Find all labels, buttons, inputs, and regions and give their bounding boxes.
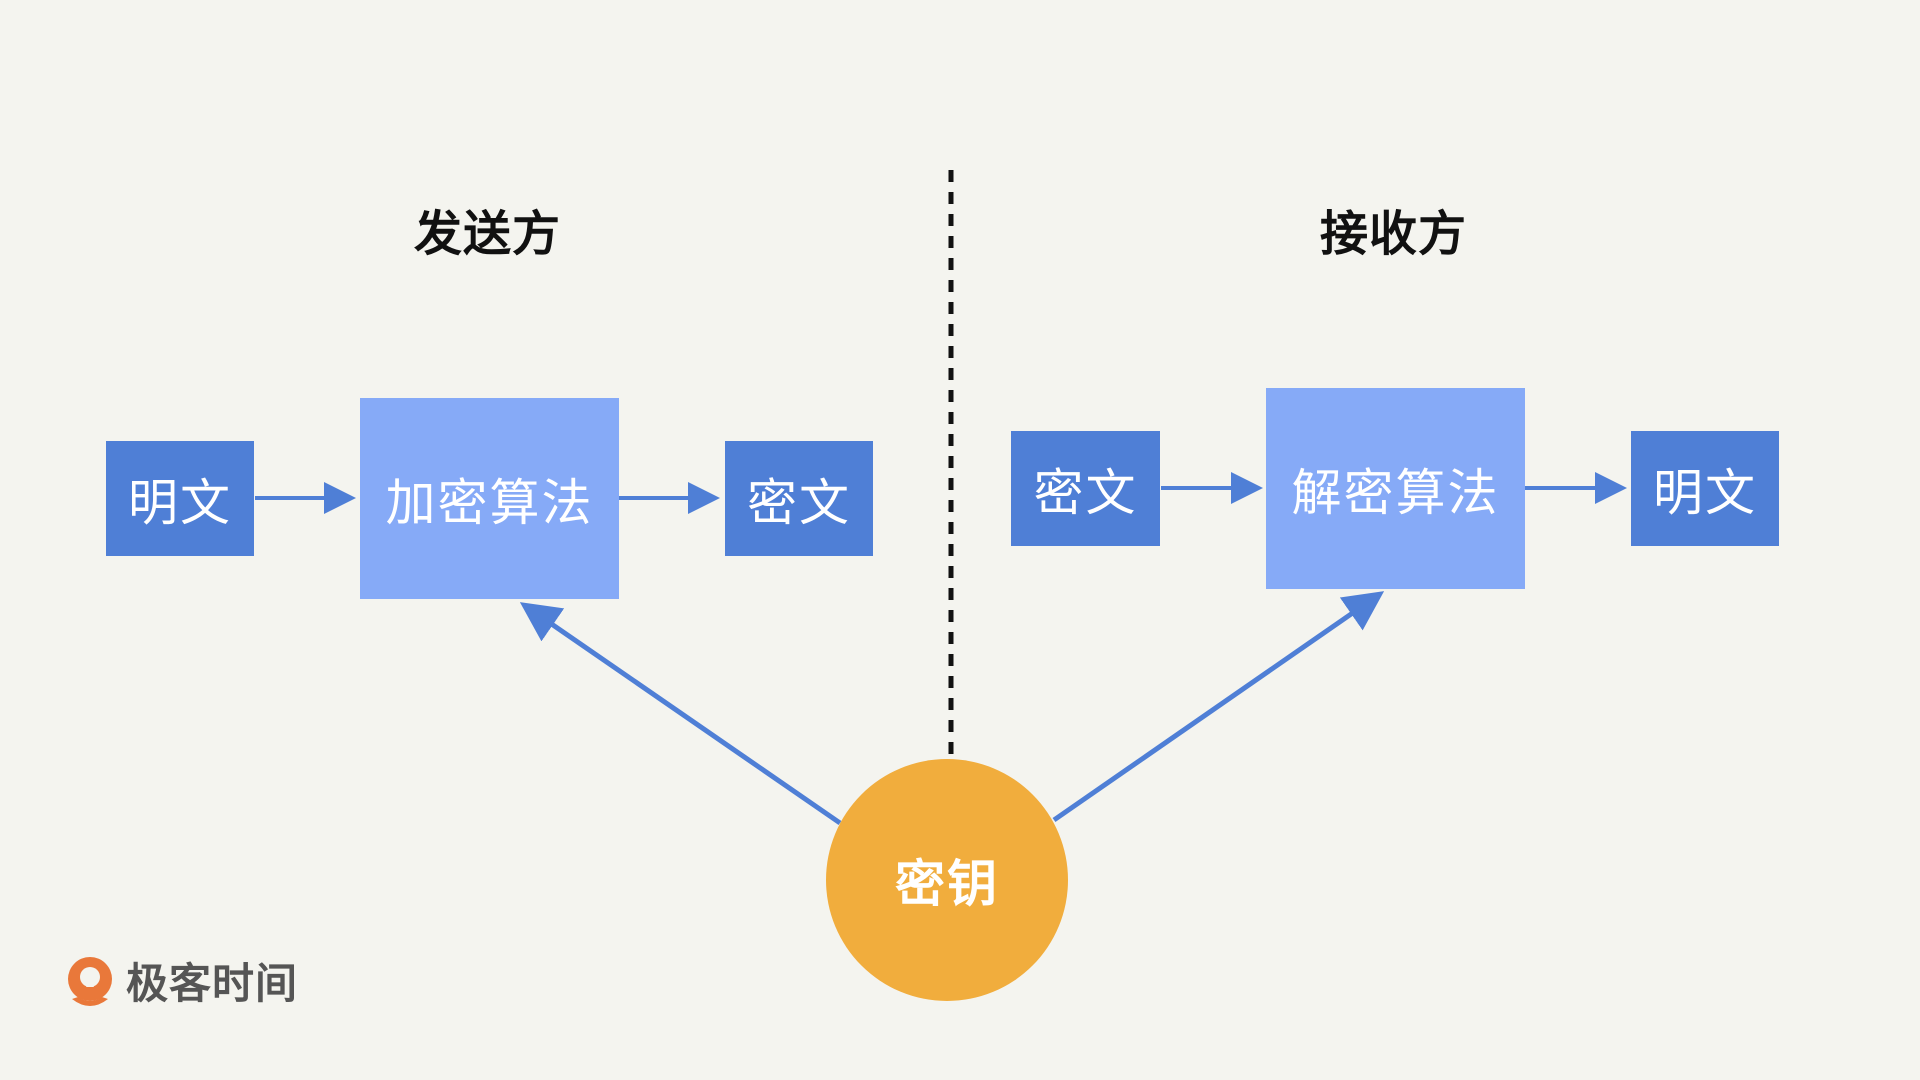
receiver-plaintext-label: 明文: [1653, 463, 1757, 522]
sender-heading: 发送方: [414, 206, 562, 262]
brand-logo: 极客时间: [62, 950, 298, 1011]
sender-plaintext-label: 明文: [128, 473, 232, 532]
key-label: 密钥: [895, 855, 999, 913]
brand-mark-icon: [68, 956, 112, 1006]
sender-plaintext-box: 明文: [106, 441, 254, 556]
encryption-algorithm-box: 加密算法: [360, 398, 619, 599]
key-circle: 密钥: [826, 759, 1068, 1001]
decryption-algorithm-label: 解密算法: [1291, 463, 1500, 522]
receiver-heading: 接收方: [1320, 206, 1468, 262]
arrow-key-to-encrypt: [519, 602, 842, 826]
decryption-algorithm-box: 解密算法: [1266, 388, 1525, 589]
receiver-plaintext-box: 明文: [1631, 431, 1779, 546]
sender-ciphertext-box: 密文: [725, 441, 873, 556]
receiver-ciphertext-label: 密文: [1033, 463, 1138, 522]
sender-ciphertext-label: 密文: [747, 473, 851, 532]
brand-name: 极客时间: [126, 959, 299, 1008]
receiver-ciphertext-box: 密文: [1011, 431, 1160, 546]
arrow-key-to-decrypt: [1052, 591, 1385, 823]
encryption-algorithm-label: 加密算法: [385, 473, 594, 532]
